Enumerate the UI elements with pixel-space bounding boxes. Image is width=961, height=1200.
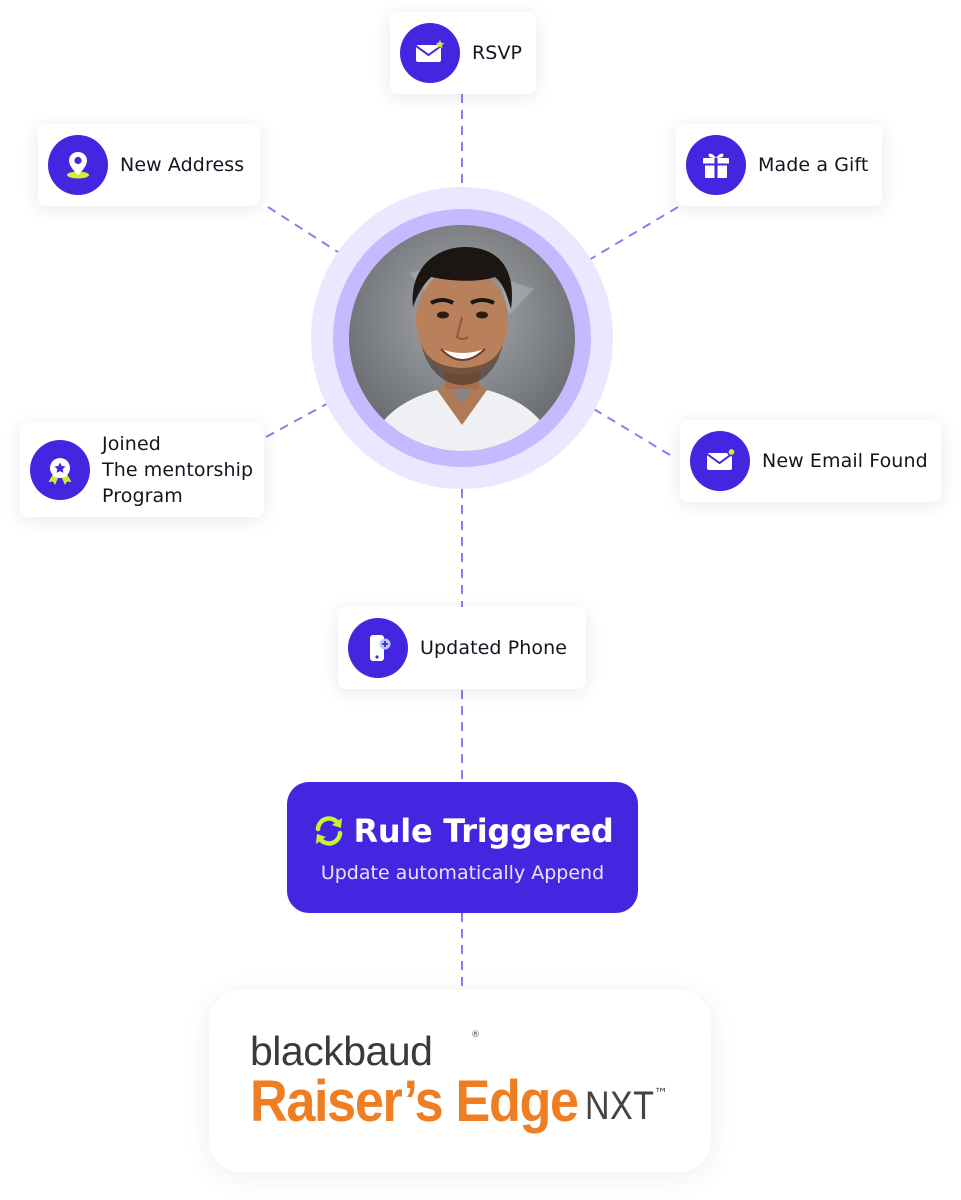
rule-title-row: Rule Triggered bbox=[311, 811, 614, 850]
brand-wordmark-blackbaud: blackbaud bbox=[250, 1028, 433, 1074]
rule-subtitle: Update automatically Append bbox=[320, 861, 605, 884]
brand-logo-card: blackbaud ® Raiser’s Edge NXT ™ bbox=[209, 990, 711, 1172]
gift-icon bbox=[686, 135, 746, 195]
award-ribbon-icon bbox=[30, 440, 90, 500]
brand-wordmark-raisers-edge: Raiser’s Edge bbox=[250, 1069, 579, 1134]
refresh-icon bbox=[316, 815, 343, 846]
node-mentorship: Joined The mentorship Program bbox=[20, 423, 264, 517]
brand-registered-mark: ® bbox=[471, 1030, 480, 1040]
node-new-address: New Address bbox=[38, 124, 260, 206]
node-mentorship-label-line-3: Program bbox=[102, 485, 183, 507]
node-new-address-label: New Address bbox=[120, 154, 245, 176]
avatar bbox=[349, 225, 575, 451]
envelope-dot-icon bbox=[690, 431, 750, 491]
node-updated-phone-label: Updated Phone bbox=[420, 637, 568, 659]
node-made-gift-label: Made a Gift bbox=[758, 154, 869, 176]
node-mentorship-label-line-2: The mentorship bbox=[102, 459, 254, 481]
phone-plus-icon bbox=[348, 618, 408, 678]
map-pin-icon bbox=[48, 135, 108, 195]
node-rsvp: RSVP bbox=[390, 12, 536, 94]
node-mentorship-label-line-1: Joined bbox=[102, 433, 161, 455]
node-updated-phone: Updated Phone bbox=[338, 607, 586, 689]
rule-title: Rule Triggered bbox=[353, 811, 614, 850]
avatar-ring bbox=[333, 209, 591, 467]
brand-trademark-mark: ™ bbox=[654, 1086, 668, 1102]
node-made-gift: Made a Gift bbox=[676, 124, 882, 206]
envelope-star-icon bbox=[400, 23, 460, 83]
avatar-halo bbox=[311, 187, 613, 489]
brand-wordmark-nxt: NXT bbox=[585, 1084, 655, 1128]
node-rsvp-label: RSVP bbox=[472, 42, 523, 64]
node-new-email: New Email Found bbox=[680, 420, 941, 502]
node-mentorship-label: Joined The mentorship Program bbox=[102, 431, 253, 509]
rule-triggered-card: Rule Triggered Update automatically Appe… bbox=[287, 782, 638, 913]
node-new-email-label: New Email Found bbox=[762, 450, 928, 472]
